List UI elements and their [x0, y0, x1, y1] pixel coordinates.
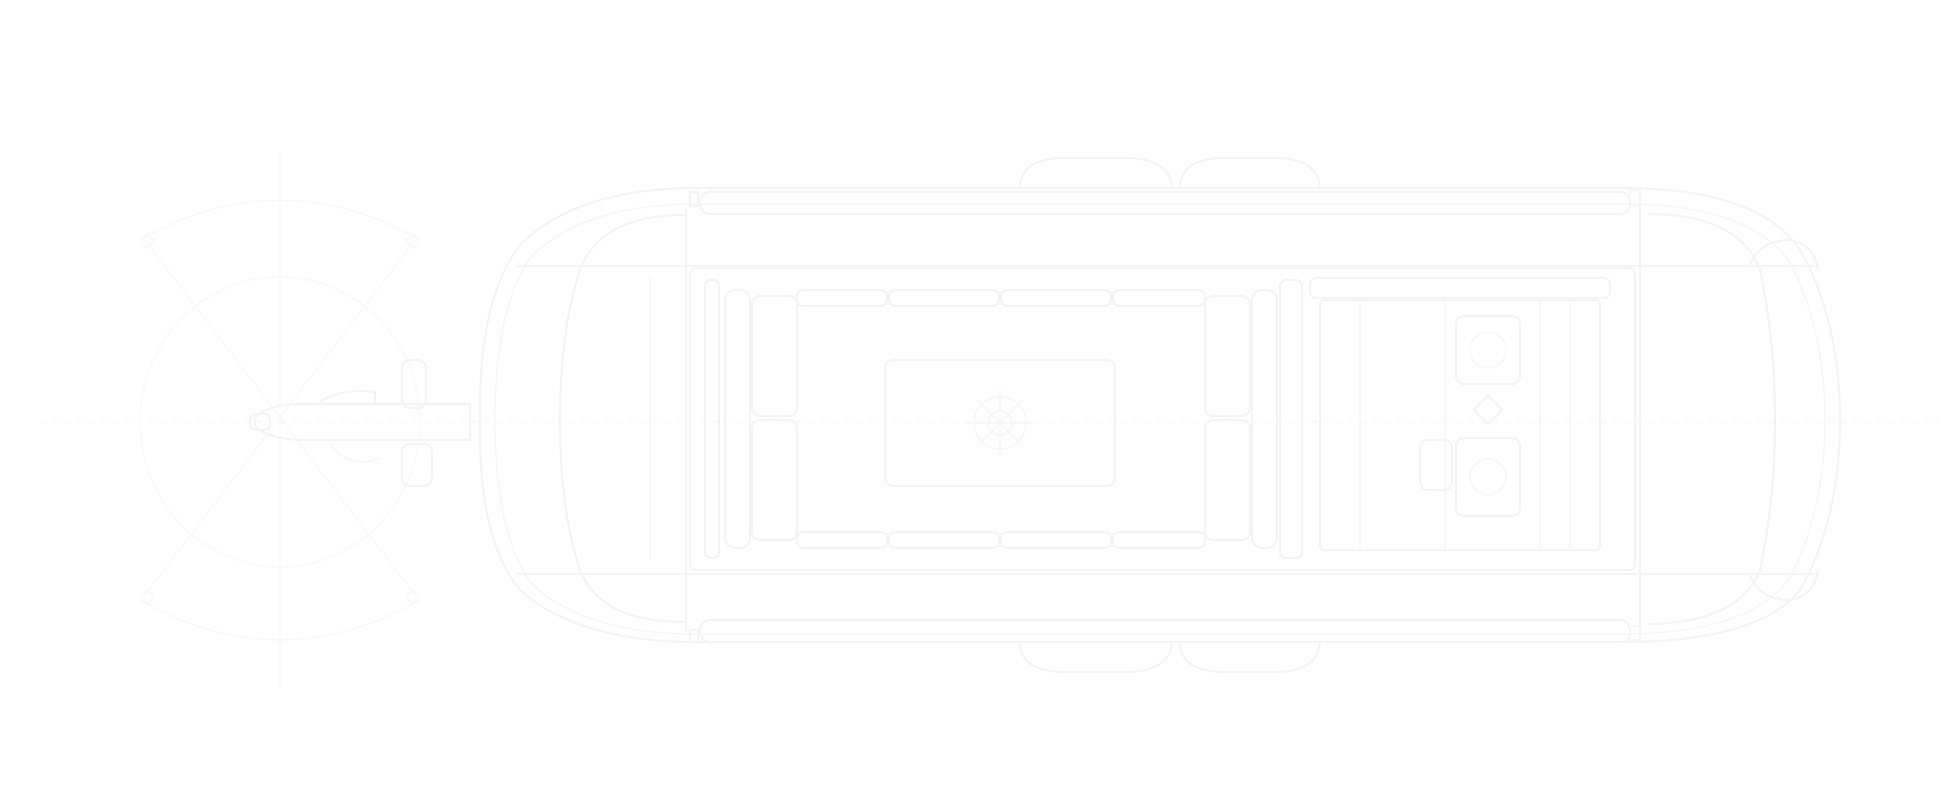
rear-bench-backrest: [1251, 289, 1278, 549]
wall-cushions: [796, 289, 1206, 549]
front-cab: [559, 191, 699, 643]
bench-cushion-left: [751, 295, 798, 417]
compass-marker-ne: [405, 233, 421, 249]
wall-cushion-bottom-2: [888, 531, 1000, 549]
wall-cushion-top-3: [1000, 289, 1112, 307]
jockey-wheel: [401, 359, 427, 409]
compass-marker-nw: [139, 233, 155, 249]
windshield: [559, 214, 686, 623]
wall-cushion-bottom-1: [796, 531, 888, 549]
tow-hitch: [249, 359, 471, 487]
awning-rail-bottom: [699, 619, 1631, 643]
kitchen-counter: [1319, 299, 1601, 551]
stove-burner-icon-2: [1469, 458, 1507, 496]
table-ornament-icon: [967, 390, 1033, 456]
dinette-table: [884, 359, 1116, 487]
rear-wall-panel: [1279, 279, 1303, 559]
rear-rail-cap-top: [1629, 189, 1641, 207]
hitch-coupler: [249, 413, 271, 431]
rear-section: [1629, 187, 1819, 643]
bench-backrest: [724, 289, 751, 549]
mirror-right-mount: [689, 629, 699, 643]
wall-cushion-top-4: [1112, 289, 1206, 307]
sink-drain: [1472, 394, 1504, 426]
front-right-wheel: [1019, 641, 1173, 673]
front-seating: [704, 279, 1303, 559]
compass-outer-arc-top: [139, 199, 421, 241]
kitchen-tap: [1419, 439, 1453, 491]
wheel-arches: [1019, 157, 1321, 673]
rear-light-bottom: [1749, 569, 1819, 601]
compass-rose-icon: [40, 150, 1940, 690]
rear-right-wheel: [1179, 641, 1321, 673]
wall-cushion-top-1: [796, 289, 888, 307]
interior-floor: [689, 267, 1636, 571]
rear-rail-cap-bottom: [1629, 625, 1641, 641]
rear-left-wheel: [1179, 157, 1321, 189]
burner-plate-bottom: [1455, 437, 1521, 517]
hitch-cable: [329, 443, 381, 463]
cooktop-icon: [1455, 315, 1521, 517]
jockey-wheel-bracket: [319, 390, 376, 405]
mirror-left-mount: [689, 191, 699, 207]
safety-chain-mount: [401, 443, 433, 487]
body-shell: [478, 187, 1841, 643]
ornament-spokes: [967, 390, 1033, 456]
wall-cushion-bottom-4: [1112, 531, 1206, 549]
compass-marker-se: [405, 589, 421, 605]
front-wall-panel: [704, 279, 720, 559]
awning-rail-top: [699, 191, 1631, 215]
compass-outer-arc-bottom: [139, 599, 421, 641]
burner-plate-top: [1455, 315, 1521, 385]
rear-window: [1649, 213, 1776, 625]
outer-body-outline: [478, 187, 1841, 643]
kitchen-counter-top: [1309, 277, 1611, 299]
compass-inner-ring: [139, 276, 421, 568]
wall-cushion-bottom-3: [1000, 531, 1112, 549]
stove-burner-icon: [1469, 331, 1507, 369]
front-left-wheel: [1019, 157, 1173, 189]
compass-marker-sw: [139, 589, 155, 605]
bench-cushion-right: [751, 419, 798, 541]
rear-light-top: [1749, 239, 1819, 271]
table-top: [884, 359, 1116, 487]
drawbar: [254, 403, 471, 441]
compass-diagonal-b: [144, 239, 416, 596]
kitchen-area: [1309, 277, 1611, 551]
rear-bench-cushion-right: [1204, 419, 1251, 541]
rear-bench-cushion-left: [1204, 295, 1251, 417]
wall-cushion-top-2: [888, 289, 1000, 307]
inner-body-outline: [494, 203, 1826, 635]
